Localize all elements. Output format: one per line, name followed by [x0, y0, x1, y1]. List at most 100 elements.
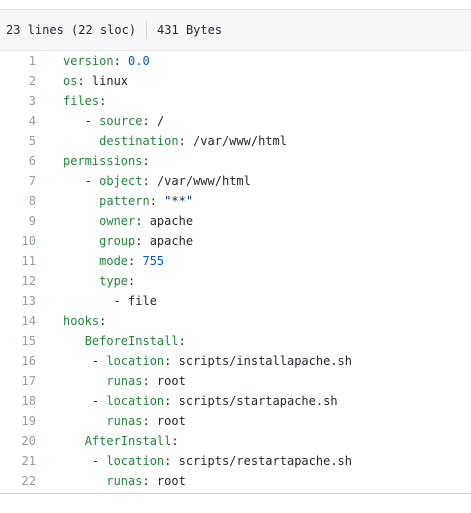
- line-number[interactable]: 9: [28, 214, 36, 228]
- code-token-key: destination: [99, 134, 179, 148]
- code-token-key: AfterInstall: [84, 434, 172, 448]
- code-token-plain: : apache: [135, 214, 194, 228]
- code-token-key: source: [99, 114, 143, 128]
- code-text: permissions:: [63, 151, 150, 171]
- code-token-plain: : /var/www/html: [178, 134, 287, 148]
- code-line: 8 pattern: "**": [0, 191, 471, 211]
- code-indent: [63, 354, 92, 368]
- code-token-plain: : root: [142, 374, 186, 388]
- line-number[interactable]: 14: [21, 314, 36, 328]
- code-token-key: pattern: [99, 194, 150, 208]
- code-token-key: owner: [99, 214, 136, 228]
- code-token-key: BeforeInstall: [84, 334, 179, 348]
- code-indent: [63, 454, 92, 468]
- code-token-key: files: [63, 94, 100, 108]
- code-text: destination: /var/www/html: [63, 131, 287, 151]
- line-number[interactable]: 19: [21, 414, 36, 428]
- line-number[interactable]: 11: [21, 254, 36, 268]
- line-number[interactable]: 1: [28, 54, 36, 68]
- code-line: 5 destination: /var/www/html: [0, 131, 471, 151]
- line-number[interactable]: 3: [28, 94, 36, 108]
- code-text: os: linux: [63, 71, 128, 91]
- code-text: - source: /: [63, 111, 165, 131]
- code-line: 6 permissions:: [0, 151, 471, 171]
- code-indent: [63, 294, 114, 308]
- code-token-plain: : apache: [135, 234, 194, 248]
- code-view: 1 version: 0.0 2 os: linux 3 files: 4 - source…: [0, 51, 471, 494]
- code-indent: [63, 374, 106, 388]
- code-line: 7 - object: /var/www/html: [0, 171, 471, 191]
- code-text: hooks:: [63, 311, 106, 331]
- code-indent: [63, 394, 92, 408]
- code-indent: [63, 274, 99, 288]
- line-number[interactable]: 17: [21, 374, 36, 388]
- line-number[interactable]: 20: [21, 434, 36, 448]
- line-number[interactable]: 13: [21, 294, 36, 308]
- file-size: 431 Bytes: [157, 23, 223, 37]
- code-line: 3 files:: [0, 91, 471, 111]
- line-number[interactable]: 7: [28, 174, 36, 188]
- code-text: - file: [63, 291, 157, 311]
- code-token-plain: : /var/www/html: [142, 174, 251, 188]
- code-token-plain: :: [142, 154, 150, 168]
- code-indent: [63, 174, 85, 188]
- line-number[interactable]: 22: [21, 474, 36, 488]
- code-token-key: group: [99, 234, 136, 248]
- line-number[interactable]: 6: [28, 154, 36, 168]
- code-token-plain: : root: [142, 414, 186, 428]
- line-number[interactable]: 5: [28, 134, 36, 148]
- code-text: - object: /var/www/html: [63, 171, 251, 191]
- code-line: 9 owner: apache: [0, 211, 471, 231]
- code-token-num: 0.0: [128, 54, 150, 68]
- code-line: 21 - location: scripts/restartapache.sh: [0, 451, 471, 471]
- code-line: 15 BeforeInstall:: [0, 331, 471, 351]
- code-token-str: "**": [164, 194, 194, 208]
- code-token-key: location: [106, 394, 165, 408]
- code-token-plain: :: [178, 334, 186, 348]
- code-token-key: runas: [106, 474, 143, 488]
- line-number[interactable]: 10: [21, 234, 36, 248]
- code-token-plain: : scripts/installapache.sh: [164, 354, 352, 368]
- line-number[interactable]: 18: [21, 394, 36, 408]
- code-line: 2 os: linux: [0, 71, 471, 91]
- line-number[interactable]: 2: [28, 74, 36, 88]
- code-token-plain: -: [91, 354, 107, 368]
- code-token-plain: :: [128, 274, 136, 288]
- code-text: version: 0.0: [63, 51, 150, 71]
- code-text: - location: scripts/restartapache.sh: [63, 451, 352, 471]
- code-token-plain: :: [99, 314, 107, 328]
- code-token-key: runas: [106, 374, 143, 388]
- code-line: 14 hooks:: [0, 311, 471, 331]
- line-number[interactable]: 21: [21, 454, 36, 468]
- file-info: 23 lines (22 sloc) 431 Bytes: [0, 10, 222, 50]
- code-token-plain: :: [128, 254, 143, 268]
- line-number[interactable]: 4: [28, 114, 36, 128]
- code-indent: [63, 474, 106, 488]
- code-line: 11 mode: 755: [0, 251, 471, 271]
- code-indent: [63, 254, 99, 268]
- code-line: 20 AfterInstall:: [0, 431, 471, 451]
- code-indent: [63, 114, 85, 128]
- code-indent: [63, 434, 85, 448]
- line-number[interactable]: 15: [21, 334, 36, 348]
- code-token-key: os: [63, 74, 78, 88]
- line-number[interactable]: 8: [28, 194, 36, 208]
- code-token-plain: :: [171, 434, 179, 448]
- code-text: runas: root: [63, 371, 186, 391]
- code-text: BeforeInstall:: [63, 331, 186, 351]
- file-line-count: 23 lines (22 sloc): [6, 23, 137, 37]
- code-indent: [63, 194, 99, 208]
- code-token-key: permissions: [63, 154, 143, 168]
- code-text: type:: [63, 271, 135, 291]
- file-header: 23 lines (22 sloc) 431 Bytes: [0, 9, 471, 51]
- code-line: 1 version: 0.0: [0, 51, 471, 71]
- code-token-plain: :: [149, 194, 165, 208]
- code-indent: [63, 334, 85, 348]
- code-indent: [63, 214, 99, 228]
- line-number[interactable]: 12: [21, 274, 36, 288]
- code-text: mode: 755: [63, 251, 164, 271]
- code-text: files:: [63, 91, 106, 111]
- line-number[interactable]: 16: [21, 354, 36, 368]
- code-line: 16 - location: scripts/installapache.sh: [0, 351, 471, 371]
- code-text: runas: root: [63, 411, 186, 431]
